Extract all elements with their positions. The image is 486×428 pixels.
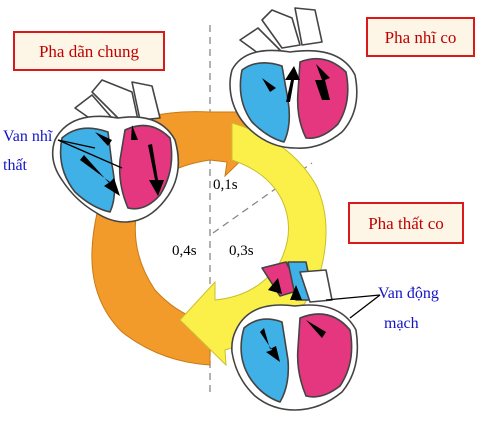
semilunar-valve-label-line2: mạch <box>384 315 419 332</box>
av-valve-label-line1: Van nhĩ <box>3 128 53 145</box>
duration-relaxation: 0,4s <box>172 243 197 259</box>
yellow-cycle-arrow <box>179 122 327 367</box>
heart-atrial-contraction <box>229 7 358 149</box>
phase-relaxation-label: Pha dãn chung <box>13 31 165 71</box>
duration-ventricular-contraction: 0,3s <box>229 243 254 259</box>
duration-atrial-contraction: 0,1s <box>213 177 238 193</box>
phase-ventricular-contraction-label: Pha thất co <box>348 202 464 244</box>
heart-relaxation <box>51 79 180 223</box>
av-valve-label-line2: thất <box>3 157 27 174</box>
valve-pointer-lines <box>57 139 381 319</box>
phase-atrial-contraction-label: Pha nhĩ co <box>366 17 475 57</box>
semilunar-valve-label-line1: Van động <box>378 285 439 302</box>
heart-ventricular-contraction <box>231 261 359 411</box>
